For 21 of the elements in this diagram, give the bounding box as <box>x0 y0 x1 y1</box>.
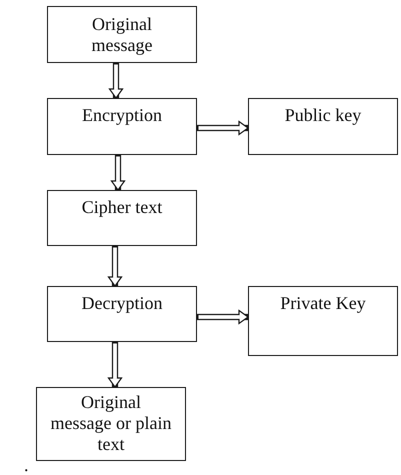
step-label: Public key <box>284 105 362 126</box>
step-label: Decryption <box>82 293 162 314</box>
process-box <box>47 6 197 63</box>
process-box <box>248 98 398 155</box>
step-label: Private Key <box>280 293 366 314</box>
step-label: Original message <box>90 14 154 56</box>
block-arrow <box>197 120 249 136</box>
step-label: Original message or plain text <box>50 392 172 455</box>
block-arrow <box>108 342 122 388</box>
process-box <box>47 98 197 155</box>
block-arrow <box>108 63 124 99</box>
process-box <box>47 286 197 342</box>
stray-mark: . <box>24 456 28 474</box>
process-box <box>248 286 398 356</box>
step-label: Cipher text <box>82 197 162 218</box>
block-arrow <box>110 155 126 191</box>
process-box <box>47 190 197 246</box>
process-box <box>36 387 186 461</box>
block-arrow <box>108 246 122 287</box>
step-label: Encryption <box>82 105 162 126</box>
block-arrow <box>197 310 249 324</box>
